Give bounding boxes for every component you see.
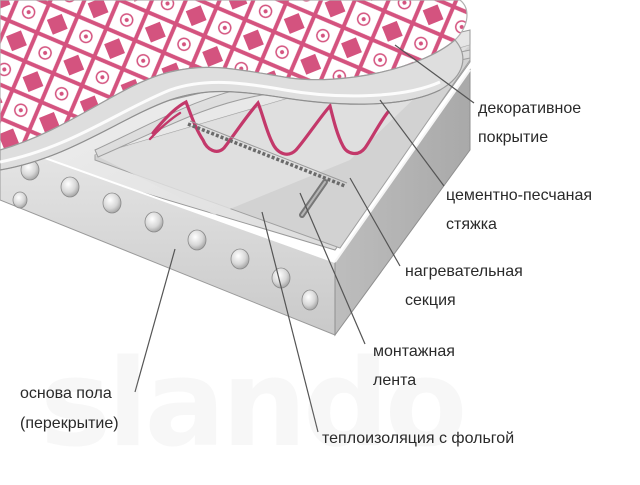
label-cement-screed-line1: цементно-песчаная [446,187,593,204]
label-floor-base-line1: основа пола [20,385,112,402]
label-mounting-tape-line2: лента [373,372,417,389]
label-foil-insulation: теплоизоляция с фольгой [322,430,515,447]
label-heating-section-line1: нагревательная [405,263,523,280]
label-cement-screed-line2: стяжка [446,216,497,233]
leader-lines [134,44,475,433]
heating-cable [148,99,390,156]
slab-hollow-cores [12,159,319,311]
watermark: slando [40,335,467,474]
label-floor-base-line2: (перекрытие) [20,415,119,432]
label-decorative-covering-line2: покрытие [478,129,549,146]
connection-tube [299,179,328,218]
label-decorative-covering-line1: декоративное [478,100,582,117]
decorative-tile-covering [0,0,468,171]
label-mounting-tape-line1: монтажная [373,343,455,360]
label-heating-section-line2: секция [405,292,456,309]
mounting-tape [187,120,348,188]
